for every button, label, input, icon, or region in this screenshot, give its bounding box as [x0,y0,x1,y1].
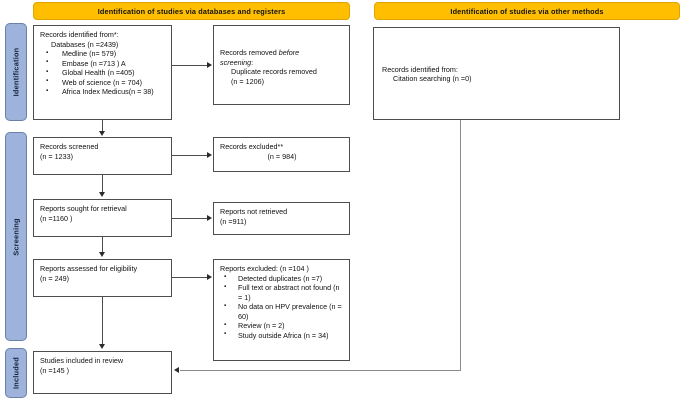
list-item: Review (n = 2) [220,321,344,331]
records-removed-line2: screening: [220,58,344,68]
records-removed-duplicates: Duplicate records removed [231,67,317,76]
other-identified-citation-searching: Citation searching (n =0) [393,74,472,83]
box-records-identified: Records identified from*: Databases (n =… [33,25,172,120]
studies-included-label: Studies included in review [40,356,124,365]
arrow-screened-to-sought [99,192,105,197]
banner-databases-registers: Identification of studies via databases … [33,2,350,20]
box-reports-assessed: Reports assessed for eligibility (n = 24… [33,259,172,297]
connector-screened-to-sought [102,175,103,193]
records-screened-label: Records screened [40,142,99,151]
reports-sought-count: (n =1160 ) [40,213,73,223]
other-identified-title: Records identified from: [382,64,458,74]
list-item: Global Health (n =405) [40,68,166,78]
connector-screened-to-excluded [172,155,208,156]
records-excluded-label: Records excluded** [220,142,284,151]
arrow-identified-to-screened [99,131,105,136]
list-item: Embase (n =713 ) A [40,58,166,69]
connector-assessed-to-included [102,297,103,344]
connector-assessed-to-reports-excluded [172,277,208,278]
connector-identified-to-screened [102,120,103,132]
box-reports-sought: Reports sought for retrieval (n =1160 ) [33,199,172,237]
records-identified-source-list: Medline (n= 579) Embase (n =713 ) A Glob… [40,49,166,97]
list-item: Detected duplicates (n =7) [220,273,344,284]
list-item: Africa Index Medicus(n = 38) [40,87,166,97]
records-removed-line1: Records removed before [220,48,344,58]
records-removed-count: (n = 1206) [231,76,264,86]
phase-bar-identification: Identification [5,23,27,121]
arrow-sought-to-assessed [99,252,105,257]
records-removed-text: Records removed [220,48,279,57]
arrow-assessed-to-reports-excluded [207,273,212,280]
phase-label-identification: Identification [11,47,21,97]
list-item: Medline (n= 579) [40,49,166,59]
records-identified-databases: Databases (n =2439) [51,39,119,49]
connector-identified-to-removed [172,65,208,66]
reports-assessed-count: (n = 249) [40,273,69,283]
records-excluded-count: (n = 984) [267,151,297,161]
records-removed-screening-emphasis: screening [220,57,252,67]
box-records-removed: Records removed before screening: Duplic… [213,25,350,105]
connector-sought-to-not-retrieved [172,218,208,219]
box-other-methods-identified: Records identified from: Citation search… [373,27,620,120]
reports-excluded-title: Reports excluded: (n =104 ) [220,264,309,273]
records-removed-colon: : [251,57,254,67]
box-studies-included: Studies included in review (n =145 ) [33,351,172,394]
banner-other-methods: Identification of studies via other meth… [374,2,680,20]
connector-other-methods-horizontal [180,370,461,371]
reports-not-retrieved-count: (n =911) [220,216,247,226]
phase-label-screening: Screening [11,217,21,256]
reports-excluded-reason-list: Detected duplicates (n =7) Full text or … [220,273,344,341]
list-item: Web of science (n = 704) [40,77,166,88]
arrow-assessed-to-included [99,344,105,349]
arrow-screened-to-excluded [207,151,212,158]
records-screened-count: (n = 1233) [40,151,73,161]
list-item: No data on HPV prevalence (n = 60) [220,302,344,321]
connector-other-methods-vertical [460,120,461,370]
box-records-excluded: Records excluded** (n = 984) [213,137,350,172]
phase-label-included: Included [11,357,21,389]
connector-sought-to-assessed [102,237,103,252]
list-item: Study outside Africa (n = 34) [220,330,344,341]
studies-included-count: (n =145 ) [40,365,69,375]
list-item: Full text or abstract not found (n = 1) [220,283,344,302]
phase-bar-screening: Screening [5,132,27,341]
reports-sought-label: Reports sought for retrieval [40,204,127,213]
arrow-identified-to-removed [207,61,212,68]
reports-not-retrieved-label: Reports not retrieved [220,207,288,216]
arrow-other-methods-to-included [174,366,179,373]
arrow-sought-to-not-retrieved [207,214,212,221]
records-identified-title: Records identified from*: [40,30,119,39]
box-reports-not-retrieved: Reports not retrieved (n =911) [213,202,350,235]
reports-assessed-label: Reports assessed for eligibility [40,264,138,273]
box-records-screened: Records screened (n = 1233) [33,137,172,175]
box-reports-excluded-reasons: Reports excluded: (n =104 ) Detected dup… [213,259,350,361]
phase-bar-included: Included [5,348,27,398]
records-removed-before-emphasis: before [278,48,300,57]
